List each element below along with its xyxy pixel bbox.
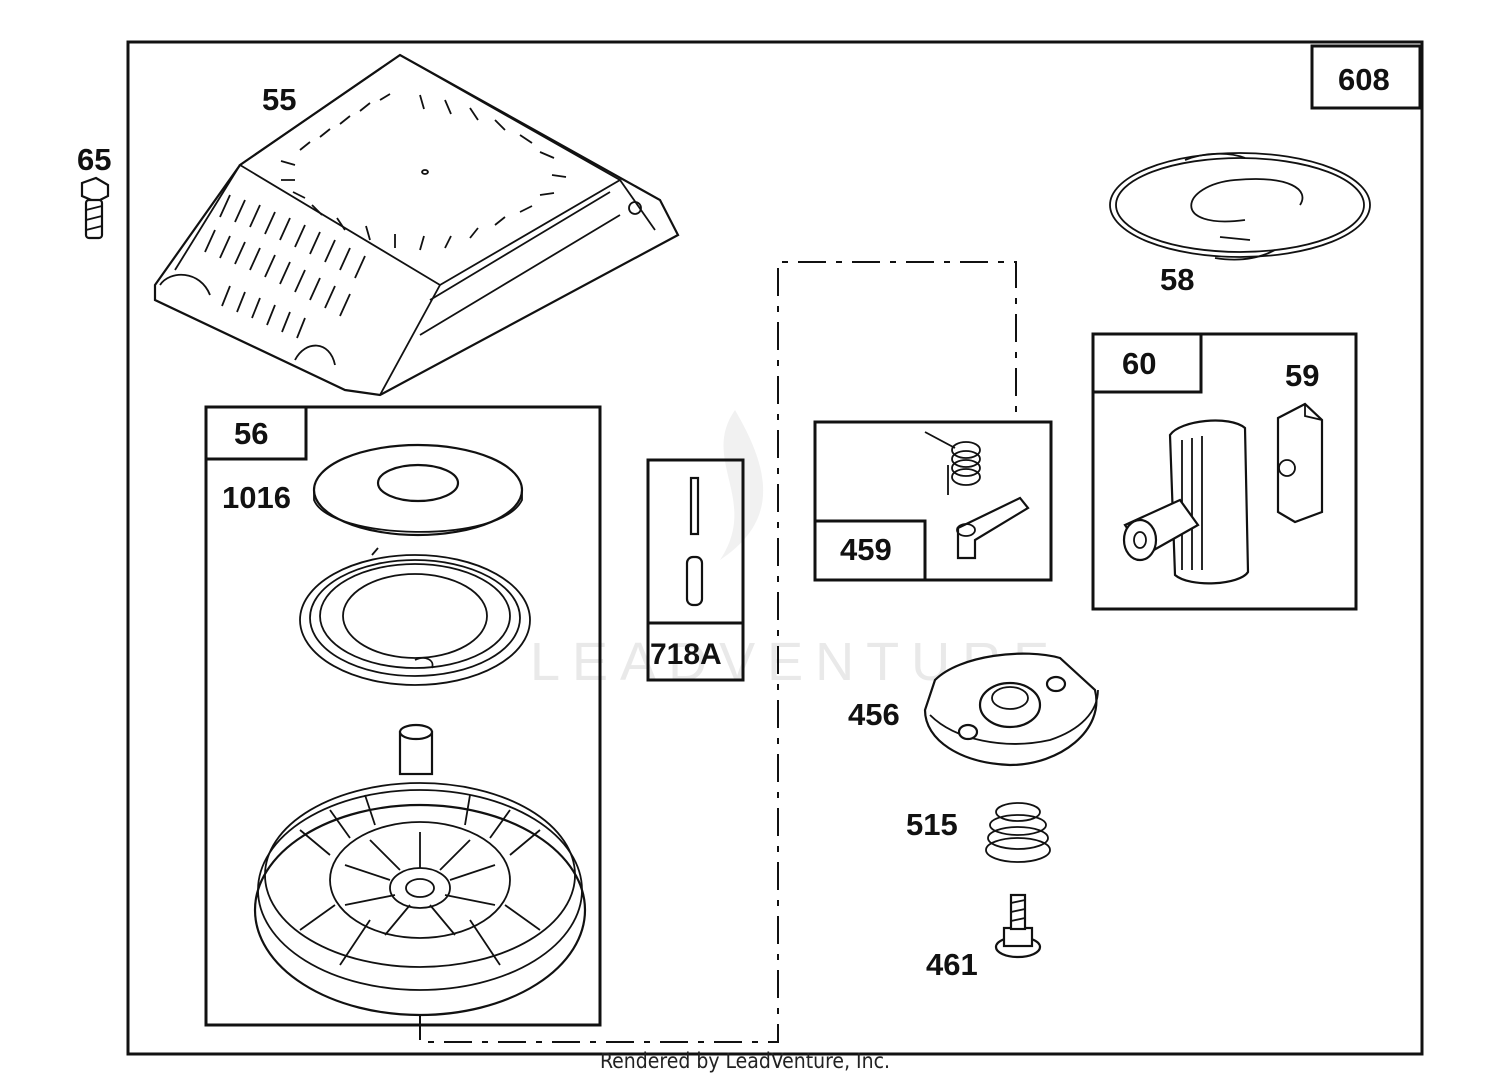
label-65: 65 <box>77 142 111 177</box>
label-56: 56 <box>234 416 268 451</box>
label-1016: 1016 <box>222 480 291 515</box>
label-459: 459 <box>840 532 892 567</box>
pins-718a <box>685 476 704 607</box>
kit-56-label-box <box>204 405 308 461</box>
assembly-label-box <box>1310 44 1422 110</box>
starter-pulley <box>253 782 587 1017</box>
pawl <box>956 496 1030 560</box>
bolt-part-65 <box>80 176 110 240</box>
rope-insert <box>1276 402 1324 524</box>
label-58: 58 <box>1160 262 1194 297</box>
cover-vents <box>159 93 621 366</box>
label-515: 515 <box>906 807 958 842</box>
label-59: 59 <box>1285 358 1319 393</box>
kit-718a-frame <box>646 458 745 682</box>
footer-credit: Rendered by LeadVenture, Inc. <box>600 1049 890 1073</box>
starter-handle <box>1122 419 1250 585</box>
screw-part-461 <box>994 893 1042 959</box>
rewind-spring <box>299 547 531 686</box>
label-718a: 718A <box>650 638 722 671</box>
label-456: 456 <box>848 697 900 732</box>
spring-part-515 <box>985 802 1051 863</box>
kit-60-label-box <box>1091 332 1203 394</box>
assembly-label: 608 <box>1338 62 1390 97</box>
connector-lines <box>419 261 1017 1043</box>
watermark: LEADVENTURE <box>530 410 1049 692</box>
washer-part-1016 <box>312 443 524 537</box>
housing-cover-part-55 <box>153 53 680 397</box>
kit-56-frame <box>204 405 602 1027</box>
assembly-frame <box>126 40 1424 1056</box>
pin-cylinder <box>398 723 434 776</box>
label-60: 60 <box>1122 346 1156 381</box>
kit-459-label-box <box>813 519 927 582</box>
label-461: 461 <box>926 947 978 982</box>
kit-459-frame <box>813 420 1053 582</box>
starter-cup-part-456 <box>923 652 1099 767</box>
label-55: 55 <box>262 82 296 117</box>
kit-60-frame <box>1091 332 1358 611</box>
pawl-spring <box>924 431 981 495</box>
starter-rope-part-58 <box>1109 152 1371 261</box>
